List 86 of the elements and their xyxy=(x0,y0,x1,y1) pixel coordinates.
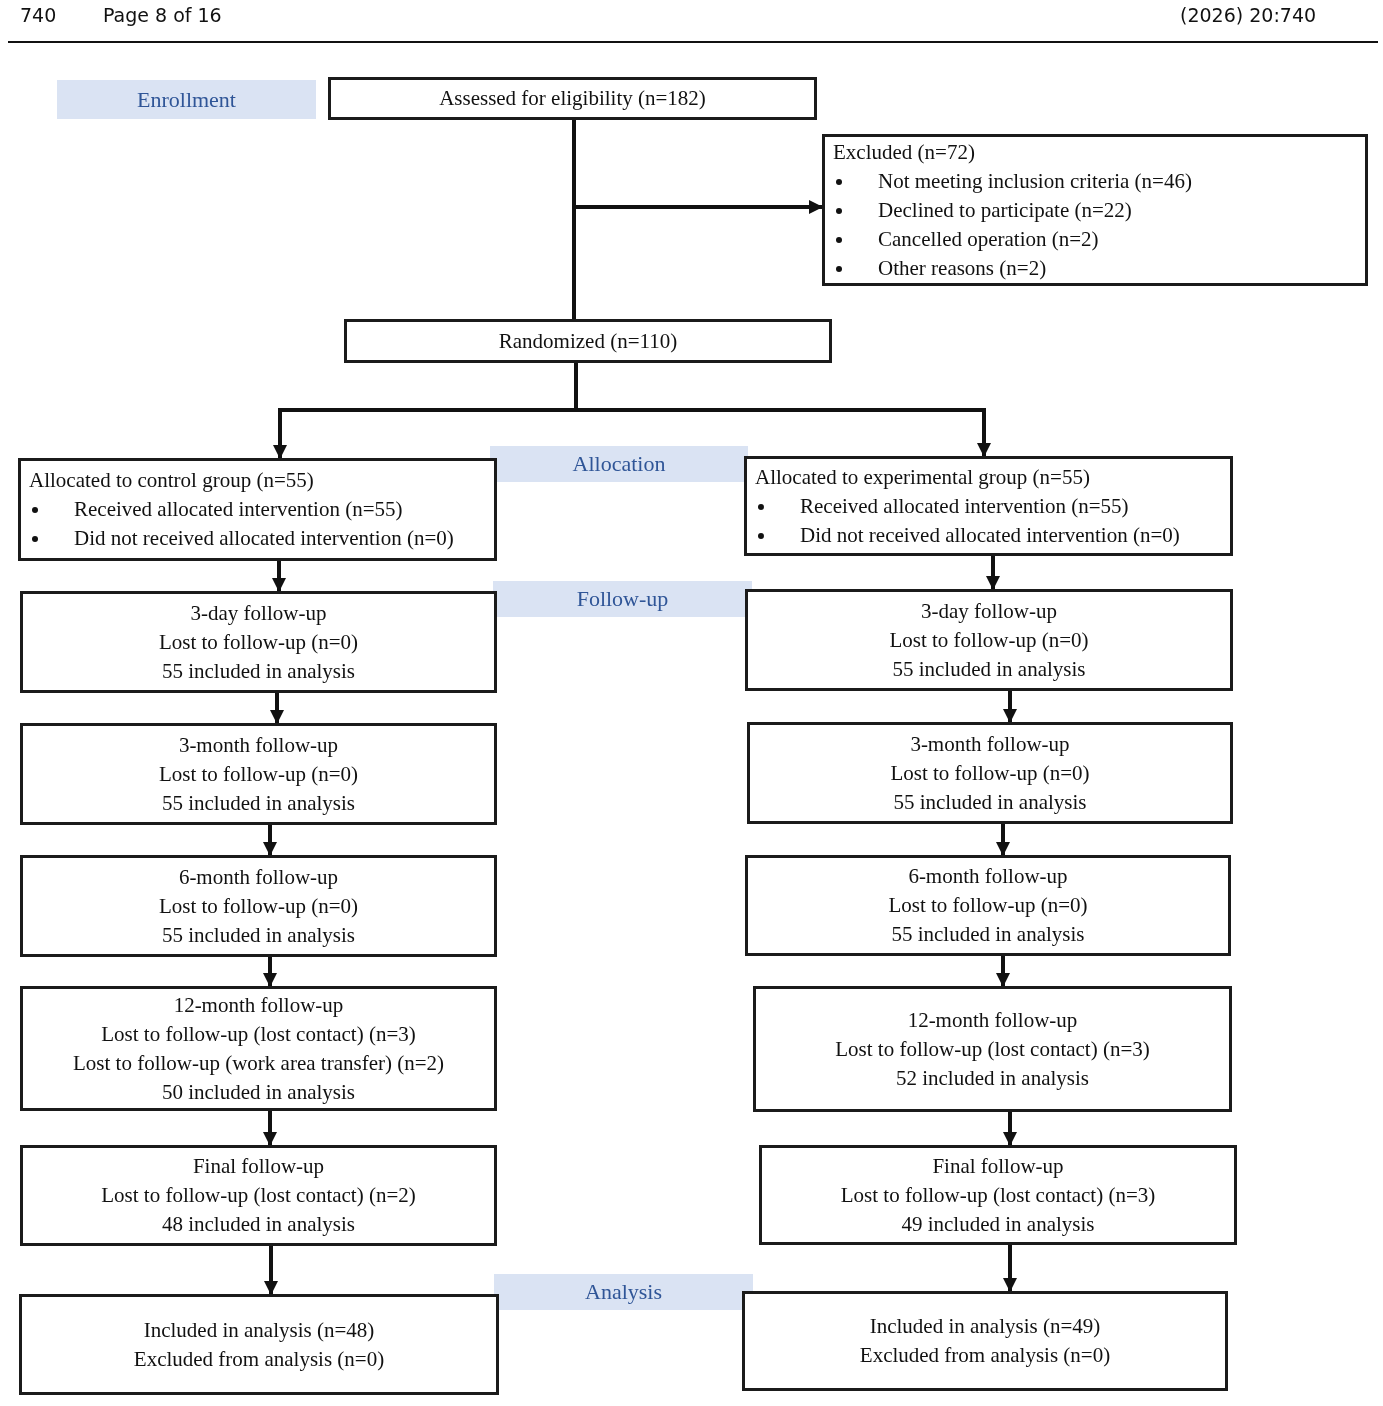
process-box xyxy=(328,77,817,120)
process-box xyxy=(742,1291,1228,1391)
bullet-text: Did not received allocated intervention (n=0) xyxy=(800,522,1180,547)
box-text: 55 included in analysis xyxy=(161,789,356,817)
box-text: 50 included in analysis xyxy=(161,1078,356,1106)
arrow xyxy=(572,120,823,214)
box-heading: 6-month follow-up xyxy=(178,863,339,891)
process-box xyxy=(18,458,497,561)
box-text: 55 included in analysis xyxy=(892,655,1086,683)
process-box xyxy=(753,986,1232,1112)
process-box xyxy=(20,723,497,825)
stage-label: Allocation xyxy=(490,446,748,482)
box-heading: 3-day follow-up xyxy=(921,597,1057,625)
process-box xyxy=(759,1145,1237,1245)
process-box xyxy=(19,1294,499,1395)
arrow xyxy=(270,693,284,724)
box-heading: 12-month follow-up xyxy=(173,991,344,1019)
bullet-text: Did not received allocated intervention (n=0) xyxy=(74,526,454,550)
arrow xyxy=(1003,691,1017,723)
box-text: Lost to follow-up (lost contact) (n=3) xyxy=(835,1035,1150,1063)
box-heading: Allocated to experimental group (n=55) xyxy=(755,463,1091,491)
box-heading: Excluded (n=72) xyxy=(833,138,976,166)
box-heading: Allocated to control group (n=55) xyxy=(29,467,315,494)
box-text: Lost to follow-up (work area transfer) (n=2) xyxy=(72,1049,445,1077)
arrow xyxy=(1003,1245,1017,1292)
box-heading: 3-month follow-up xyxy=(910,730,1070,758)
box-heading: Final follow-up xyxy=(932,1152,1064,1180)
bullet-text: Declined to participate (n=22) xyxy=(878,197,1132,222)
arrow xyxy=(263,957,277,987)
header-text: (2026) 20:740 xyxy=(1180,4,1317,26)
arrow xyxy=(263,1111,277,1146)
box-text: Excluded from analysis (n=0) xyxy=(133,1345,385,1373)
arrow xyxy=(996,824,1010,856)
box-heading: Final follow-up xyxy=(192,1153,325,1180)
box-text: Excluded from analysis (n=0) xyxy=(859,1342,1111,1369)
box-text: Lost to follow-up (n=0) xyxy=(158,760,359,788)
bullet-text: Received allocated intervention (n=55) xyxy=(800,493,1129,518)
process-box xyxy=(744,456,1233,556)
arrow xyxy=(574,363,991,457)
box-text: Lost to follow-up (n=0) xyxy=(158,628,359,656)
box-heading: 6-month follow-up xyxy=(908,863,1068,890)
process-box xyxy=(20,855,497,957)
process-box xyxy=(20,1145,497,1246)
box-heading: 3-month follow-up xyxy=(178,731,339,759)
box-text: Lost to follow-up (n=0) xyxy=(888,892,1088,919)
process-box xyxy=(747,722,1233,824)
box-heading: 12-month follow-up xyxy=(907,1006,1078,1034)
process-box xyxy=(20,591,497,693)
box-text: 48 included in analysis xyxy=(161,1211,356,1238)
arrow xyxy=(986,556,1000,590)
arrow xyxy=(264,1246,278,1295)
arrow xyxy=(1003,1112,1017,1146)
box-text: 55 included in analysis xyxy=(893,788,1087,816)
arrow xyxy=(263,825,277,856)
header-text: Page 8 of 16 xyxy=(103,4,222,26)
box-text: Lost to follow-up (lost contact) (n=3) xyxy=(101,1020,416,1048)
box-text: 55 included in analysis xyxy=(891,921,1085,948)
bullet-text: Not meeting inclusion criteria (n=46) xyxy=(878,168,1192,193)
box-text: 55 included in analysis xyxy=(161,921,356,949)
box-text: Lost to follow-up (lost contact) (n=3) xyxy=(840,1181,1156,1209)
box-text: Lost to follow-up (n=0) xyxy=(890,759,1090,787)
header-text: 740 xyxy=(20,4,57,26)
box-heading: Included in analysis (n=48) xyxy=(143,1316,375,1344)
process-box xyxy=(745,855,1231,956)
box-text: Lost to follow-up (lost contact) (n=2) xyxy=(101,1182,416,1209)
box-heading: Randomized (n=110) xyxy=(498,327,678,355)
stage-label: Follow-up xyxy=(493,581,752,617)
box-heading: Assessed for eligibility (n=182) xyxy=(439,85,706,112)
bullet-text: Cancelled operation (n=2) xyxy=(878,226,1099,251)
bullet-text: Other reasons (n=2) xyxy=(878,255,1047,280)
stage-label: Analysis xyxy=(494,1274,753,1310)
box-text: 52 included in analysis xyxy=(895,1064,1090,1092)
box-text: 49 included in analysis xyxy=(901,1210,1095,1238)
bullet-text: Received allocated intervention (n=55) xyxy=(74,497,403,521)
process-box xyxy=(20,986,497,1111)
box-heading: Included in analysis (n=49) xyxy=(869,1313,1101,1340)
arrow xyxy=(996,956,1010,987)
arrow xyxy=(272,561,286,592)
process-box xyxy=(822,134,1368,286)
process-box xyxy=(344,319,832,363)
box-text: Lost to follow-up (n=0) xyxy=(889,626,1089,654)
stage-label: Enrollment xyxy=(57,80,316,119)
box-heading: 3-day follow-up xyxy=(190,599,327,627)
box-text: Lost to follow-up (n=0) xyxy=(158,892,359,920)
box-text: 55 included in analysis xyxy=(161,657,356,685)
process-box xyxy=(745,589,1233,691)
